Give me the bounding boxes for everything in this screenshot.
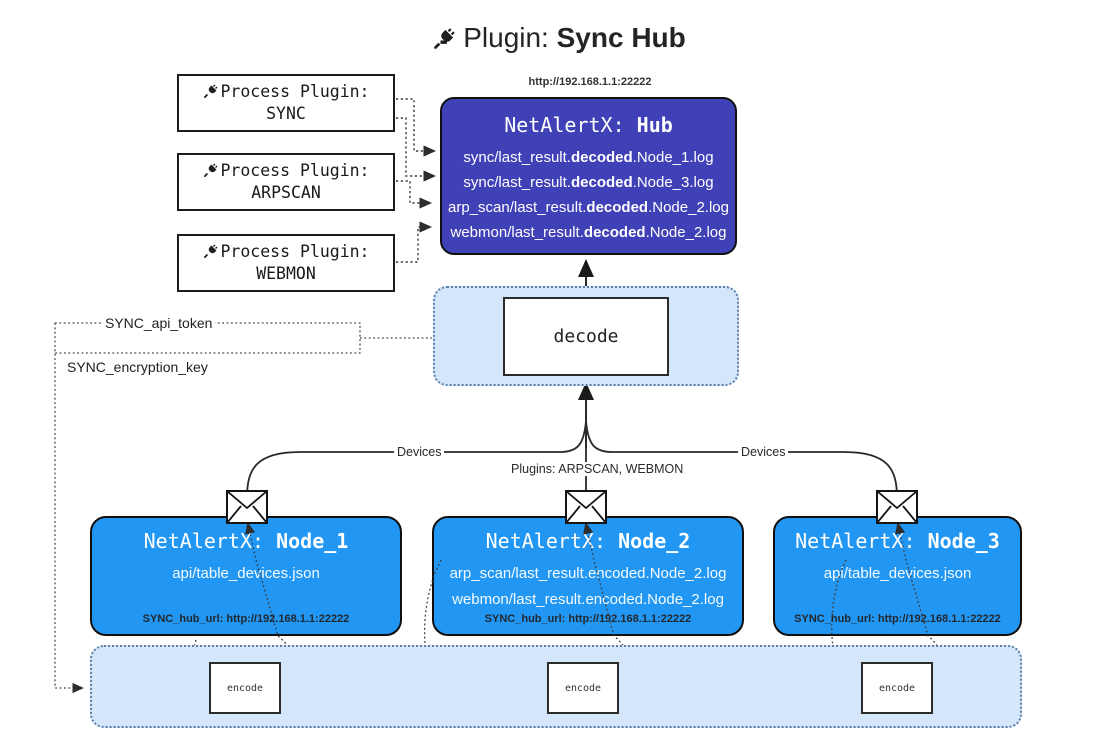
hub-log-line: webmon/last_result.decoded.Node_2.log <box>442 220 735 245</box>
node-title-name: Node_2 <box>618 529 691 553</box>
hub-title-prefix: NetAlertX: <box>504 113 637 137</box>
process-plugin-name: WEBMON <box>256 264 316 283</box>
hub-log-list: sync/last_result.decoded.Node_1.log sync… <box>442 145 735 245</box>
edge-node3-devices <box>585 420 898 499</box>
node-line: arp_scan/last_result.encoded.Node_2.log <box>449 565 727 582</box>
edge-webmon-to-log4 <box>396 221 433 263</box>
log-em: decoded <box>586 199 649 216</box>
page-title: Plugin: Sync Hub <box>0 16 1117 60</box>
hub-log-line: sync/last_result.decoded.Node_1.log <box>442 145 735 170</box>
encode-box-1[interactable]: encode <box>209 662 281 714</box>
hub-title: NetAlertX: Hub <box>442 113 735 137</box>
plug-icon <box>202 160 219 182</box>
envelope-icon <box>876 490 918 529</box>
node-line: webmon/last_result.encoded.Node_2.log <box>452 591 724 608</box>
process-plugin-title: Process Plugin: <box>220 242 370 261</box>
log-pre: sync/last_result. <box>463 149 571 166</box>
edge-token-to-encoders <box>54 323 84 694</box>
hub-box[interactable]: NetAlertX: Hub sync/last_result.decoded.… <box>440 97 737 255</box>
hub-url-label: http://192.168.1.1:22222 <box>528 76 652 88</box>
process-plugin-name: ARPSCAN <box>251 183 321 202</box>
node-title: NetAlertX: Node_2 <box>434 529 742 553</box>
log-post: .Node_2.log <box>645 224 727 241</box>
process-plugin-arpscan[interactable]: Process Plugin: ARPSCAN <box>177 153 395 211</box>
node-hub-url: SYNC_hub_url: http://192.168.1.1:22222 <box>142 613 350 625</box>
node-line-list: api/table_devices.json <box>92 561 400 587</box>
hub-log-line: sync/last_result.decoded.Node_3.log <box>442 170 735 195</box>
process-plugin-webmon[interactable]: Process Plugin: WEBMON <box>177 234 395 292</box>
edge-node1-devices <box>246 420 587 499</box>
edge-sync-to-log1 <box>396 98 437 157</box>
node-title-prefix: NetAlertX: <box>143 529 277 553</box>
node-box-node2[interactable]: NetAlertX: Node_2 arp_scan/last_result.e… <box>432 516 744 636</box>
node-line: api/table_devices.json <box>823 565 972 582</box>
node-box-node3[interactable]: NetAlertX: Node_3 api/table_devices.json… <box>773 516 1022 636</box>
node-line-list: api/table_devices.json <box>775 561 1020 587</box>
title-name: Sync Hub <box>556 22 686 53</box>
log-post: .Node_2.log <box>648 199 729 216</box>
edge-arpscan-to-log3 <box>396 180 433 209</box>
edge-encode3-to-mail3 <box>895 522 945 685</box>
node-title: NetAlertX: Node_1 <box>92 529 400 553</box>
node-line: api/table_devices.json <box>172 565 320 582</box>
sync-api-token-label: SYNC_api_token <box>102 315 216 331</box>
edge-node3-to-encode <box>831 559 862 689</box>
encode-box-3[interactable]: encode <box>861 662 933 714</box>
edge-sync-to-log2 <box>396 117 437 182</box>
hub-title-name: Hub <box>636 113 673 137</box>
node-line-list: arp_scan/last_result.encoded.Node_2.log … <box>434 561 742 613</box>
plug-icon <box>202 241 219 263</box>
sync-encryption-key-label: SYNC_encryption_key <box>64 359 211 375</box>
node-hub-url: SYNC_hub_url: http://192.168.1.1:22222 <box>484 613 692 625</box>
process-plugin-name: SYNC <box>266 104 306 123</box>
log-pre: webmon/last_result. <box>450 224 584 241</box>
node-hub-url: SYNC_hub_url: http://192.168.1.1:22222 <box>794 613 1001 625</box>
plug-icon <box>202 81 219 103</box>
hub-log-line: arp_scan/last_result.decoded.Node_2.log <box>442 195 735 220</box>
node-box-node1[interactable]: NetAlertX: Node_1 api/table_devices.json… <box>90 516 402 636</box>
log-em: decoded <box>570 149 633 166</box>
envelope-icon <box>226 490 268 529</box>
envelope-icon <box>565 490 607 529</box>
encode-box-2[interactable]: encode <box>547 662 619 714</box>
log-em: decoded <box>570 174 633 191</box>
log-em: decoded <box>583 224 646 241</box>
log-post: .Node_3.log <box>632 174 714 191</box>
devices-label-left: Devices <box>394 445 445 459</box>
edge-node2-to-encode <box>423 559 548 693</box>
devices-label-right: Devices <box>738 445 789 459</box>
node-title-name: Node_1 <box>276 529 349 553</box>
log-pre: sync/last_result. <box>463 174 571 191</box>
log-post: .Node_1.log <box>632 149 714 166</box>
title-prefix: Plugin: <box>463 22 557 53</box>
process-plugin-sync[interactable]: Process Plugin: SYNC <box>177 74 395 132</box>
process-plugin-title: Process Plugin: <box>220 161 370 180</box>
process-plugin-title: Process Plugin: <box>220 82 370 101</box>
decode-box[interactable]: decode <box>503 297 669 376</box>
log-pre: arp_scan/last_result. <box>448 199 587 216</box>
plugins-label-middle: Plugins: ARPSCAN, WEBMON <box>508 462 687 476</box>
plug-icon <box>431 17 457 61</box>
node-title-name: Node_3 <box>927 529 1000 553</box>
